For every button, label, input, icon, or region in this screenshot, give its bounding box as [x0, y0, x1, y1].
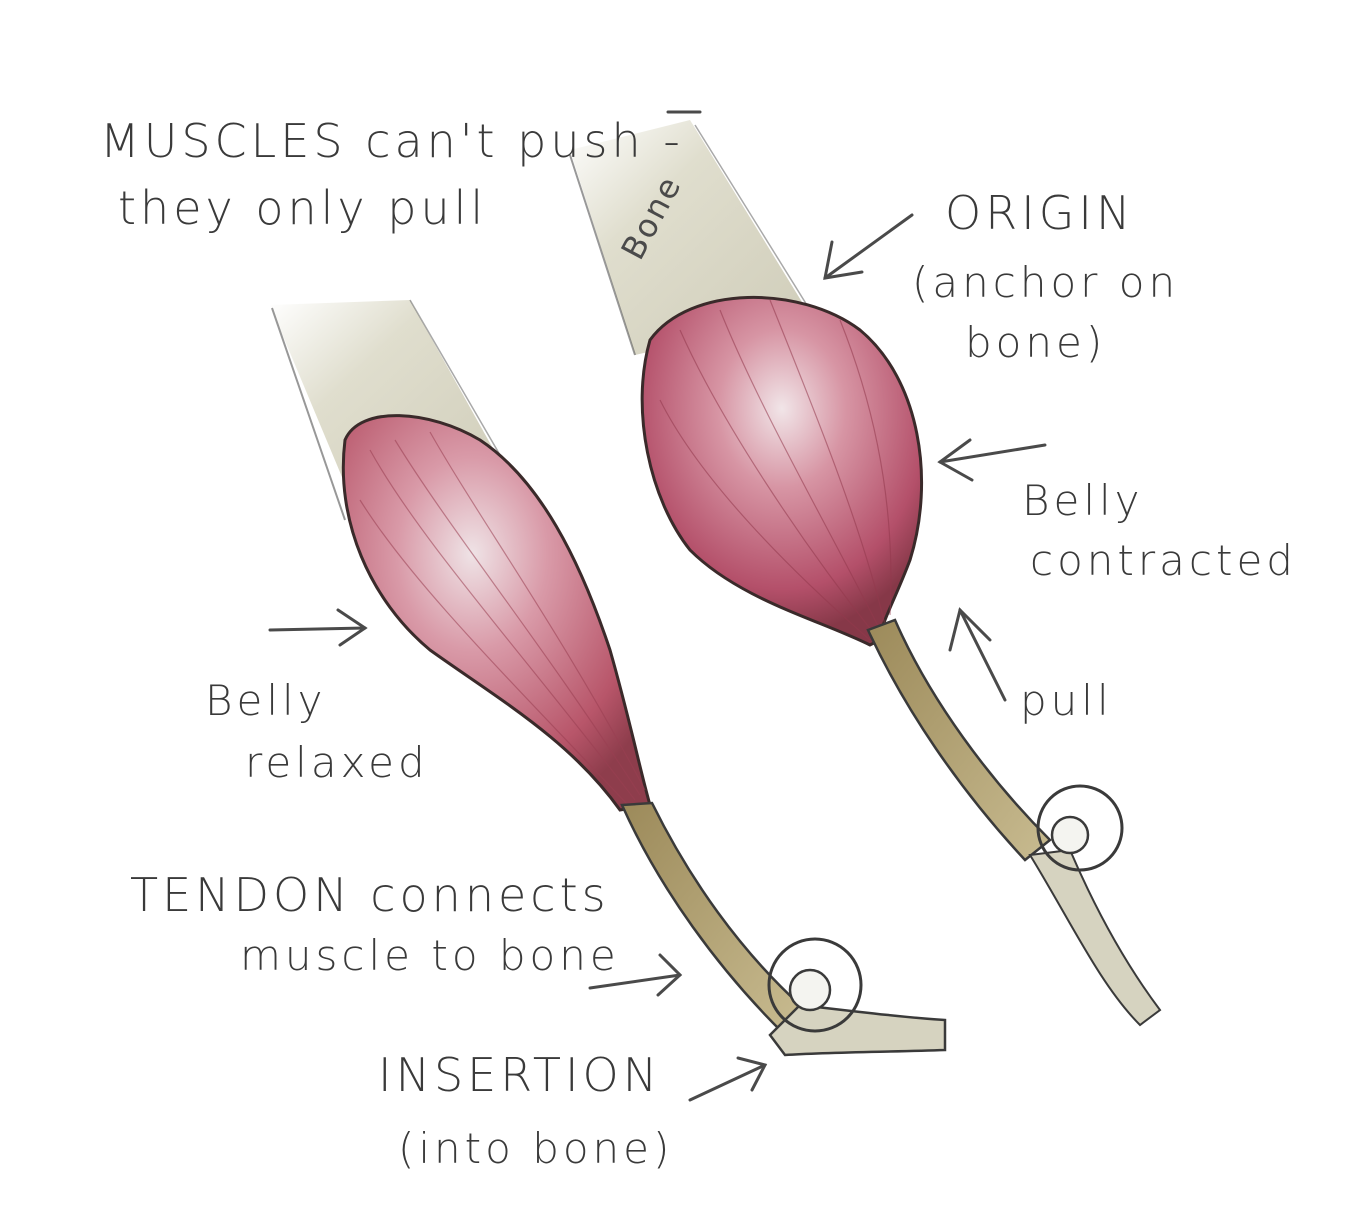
belly-relaxed-line-1: Belly — [205, 676, 327, 725]
headline-line-2: they only pull — [118, 181, 488, 235]
lower-bone-right — [1028, 848, 1162, 1027]
origin-sub-line-1: (anchor on — [912, 258, 1180, 307]
tendon-line-2: muscle to bone — [240, 931, 620, 980]
origin-arrow-icon — [823, 213, 914, 280]
insertion-title: INSERTION — [378, 1048, 662, 1102]
contracted-muscle-fibres — [659, 299, 892, 641]
belly-relaxed-line-2: relaxed — [245, 738, 429, 787]
origin-title: ORIGIN — [945, 186, 1135, 240]
insertion-bone — [768, 1003, 947, 1057]
belly-relaxed-arrow-icon — [268, 608, 368, 647]
headline-line-1: MUSCLES can't push - — [100, 114, 684, 168]
tendon-line-1: TENDON connects — [130, 868, 610, 922]
contracted-muscle-belly — [640, 296, 924, 647]
relaxed-muscle-belly — [341, 414, 652, 812]
contracted-joint-inner — [1050, 815, 1090, 855]
pull-arrow-icon — [948, 607, 1007, 702]
tendon-arrow-icon — [588, 953, 683, 997]
insertion-joint-inner — [788, 968, 832, 1012]
pull-label: pull — [1020, 676, 1113, 725]
insertion-arrow-icon — [688, 1056, 768, 1102]
belly-contracted-arrow-icon — [937, 438, 1047, 482]
contracted-tendon — [866, 618, 1052, 862]
relaxed-muscle-fibres — [359, 431, 646, 806]
contracted-joint-outer — [1036, 784, 1124, 872]
relaxed-tendon — [620, 801, 802, 1032]
belly-contracted-line-1: Belly — [1022, 476, 1144, 525]
insertion-sub: (into bone) — [398, 1124, 674, 1173]
insertion-joint-outer — [767, 937, 863, 1033]
belly-contracted-line-2: contracted — [1030, 536, 1297, 585]
origin-sub-line-2: bone) — [965, 318, 1107, 367]
